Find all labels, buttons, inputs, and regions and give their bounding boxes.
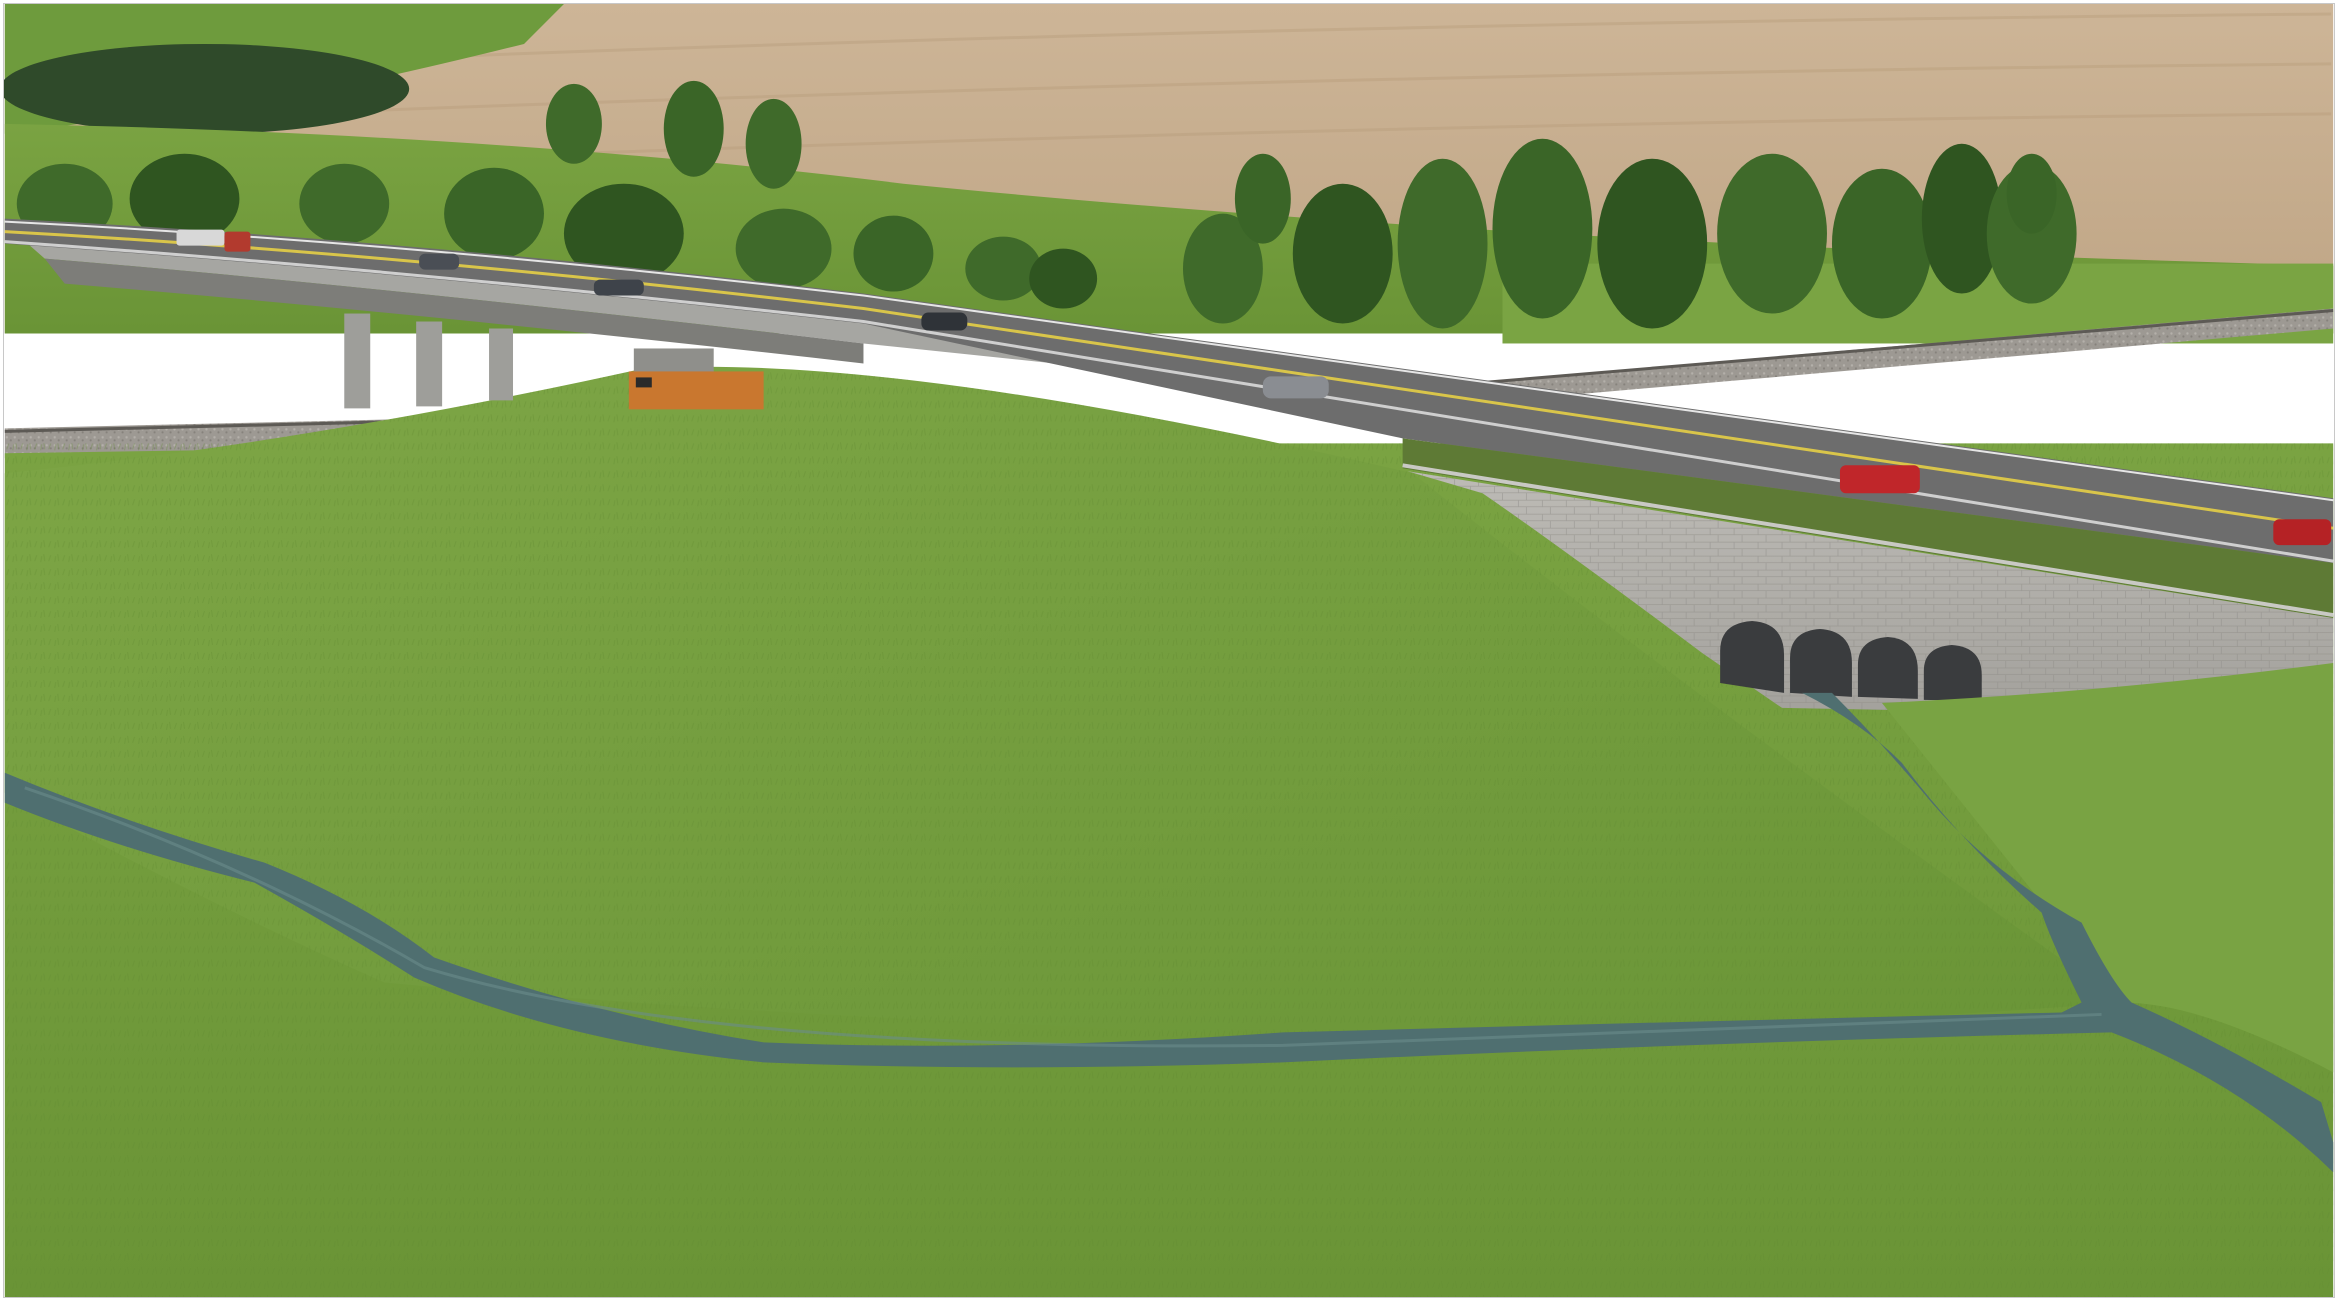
road-shoulder-edge <box>1402 463 2334 618</box>
tree <box>745 98 802 189</box>
tree-line <box>16 80 2077 329</box>
highway-road <box>4 218 2334 564</box>
bridge-pier <box>344 313 371 409</box>
bridge-girder-shadow <box>44 258 864 364</box>
bridge-pier <box>489 328 514 401</box>
vehicle-car <box>1262 376 1329 399</box>
vehicle-pickup-truck <box>1839 465 1920 494</box>
vehicle-semi-truck <box>176 229 225 246</box>
tree <box>545 83 602 164</box>
vehicle-car <box>419 253 460 270</box>
tree <box>735 208 832 289</box>
retaining-wall-texture <box>1407 471 2334 715</box>
right-grass-bank <box>1881 662 2334 1073</box>
tree <box>563 183 684 284</box>
road-edge-line <box>4 220 2334 502</box>
tree <box>1831 168 1932 319</box>
culvert-opening <box>1790 629 1852 697</box>
culvert-opening <box>1923 645 1982 701</box>
locomotive-window <box>635 377 652 388</box>
creek-highlight <box>24 786 2102 1048</box>
culvert-opening <box>1720 621 1785 693</box>
bridge-pier <box>416 321 443 407</box>
vehicle-car <box>921 312 968 331</box>
embankment-mound-texture <box>4 366 2122 1035</box>
tree <box>1234 153 1291 244</box>
tree <box>965 236 1042 301</box>
culvert-group <box>1720 621 1982 701</box>
tree <box>1029 248 1098 309</box>
scene-svg <box>4 4 2334 1297</box>
tree <box>1921 143 2002 294</box>
locomotive <box>628 371 764 410</box>
tree <box>129 153 240 244</box>
tree <box>1717 153 1827 314</box>
rail-ballast-right <box>1462 308 2334 404</box>
tree <box>853 215 934 292</box>
culvert-opening <box>1857 637 1918 699</box>
rail-track-right <box>1472 309 2334 385</box>
tree <box>444 167 544 260</box>
vehicles <box>176 229 2332 546</box>
tree <box>1292 183 1393 324</box>
guardrail <box>4 240 2334 563</box>
tree <box>1597 158 1708 329</box>
pond <box>4 43 410 134</box>
tree <box>1492 138 1593 319</box>
vehicle-car <box>593 279 644 296</box>
scene-image <box>3 3 2335 1298</box>
vehicle-pickup-truck <box>2273 519 2332 546</box>
vehicle-semi-truck-cab <box>224 231 251 252</box>
road-shoulder <box>1402 438 2334 619</box>
tree <box>663 80 724 177</box>
tree <box>1182 213 1263 324</box>
tree <box>1397 158 1488 329</box>
tree <box>2006 153 2057 234</box>
tree <box>299 163 390 244</box>
